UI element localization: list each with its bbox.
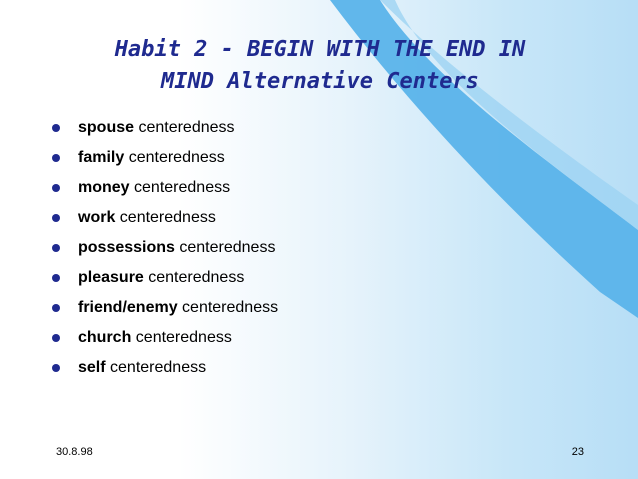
- item-text: centeredness: [174, 239, 276, 256]
- bullet-icon: [52, 184, 60, 192]
- item-bold: spouse: [78, 119, 135, 136]
- item-bold: money: [78, 179, 130, 196]
- bullet-icon: [52, 334, 60, 342]
- list-item: family centeredness: [52, 148, 278, 178]
- footer-date: 30.8.98: [56, 446, 93, 458]
- item-bold: possessions: [78, 239, 175, 256]
- list-item: money centeredness: [52, 178, 278, 208]
- bullet-icon: [52, 214, 60, 222]
- item-text: centeredness: [177, 299, 279, 316]
- title-line-2: MIND Alternative Centers: [161, 69, 479, 94]
- bullet-icon: [52, 304, 60, 312]
- item-text: centeredness: [134, 119, 235, 136]
- list-item: friend/enemy centeredness: [52, 298, 278, 328]
- item-bold: work: [78, 209, 116, 226]
- swoosh-shape: [330, 0, 638, 318]
- bullet-icon: [52, 364, 60, 372]
- list-item: possessions centeredness: [52, 238, 278, 268]
- bullet-icon: [52, 274, 60, 282]
- item-bold: family: [78, 149, 125, 166]
- bullet-icon: [52, 124, 60, 132]
- item-text: centeredness: [129, 179, 231, 196]
- item-text: centeredness: [115, 209, 216, 226]
- item-bold: pleasure: [78, 269, 144, 286]
- bullet-list: spouse centeredness family centeredness …: [52, 118, 278, 388]
- title-line-1: Habit 2 - BEGIN WITH THE END IN: [114, 37, 526, 62]
- item-bold: friend/enemy: [78, 299, 178, 316]
- item-text: centeredness: [124, 149, 225, 166]
- list-item: church centeredness: [52, 328, 278, 358]
- item-bold: church: [78, 329, 132, 346]
- list-item: spouse centeredness: [52, 118, 278, 148]
- item-text: centeredness: [105, 359, 207, 376]
- bullet-icon: [52, 244, 60, 252]
- bullet-icon: [52, 154, 60, 162]
- item-text: centeredness: [131, 329, 232, 346]
- slide-title: Habit 2 - BEGIN WITH THE END IN MIND Alt…: [40, 34, 600, 98]
- page-number: 23: [571, 446, 584, 458]
- item-text: centeredness: [143, 269, 245, 286]
- swoosh-highlight: [380, 0, 638, 230]
- item-bold: self: [78, 359, 106, 376]
- list-item: work centeredness: [52, 208, 278, 238]
- list-item: self centeredness: [52, 358, 278, 388]
- list-item: pleasure centeredness: [52, 268, 278, 298]
